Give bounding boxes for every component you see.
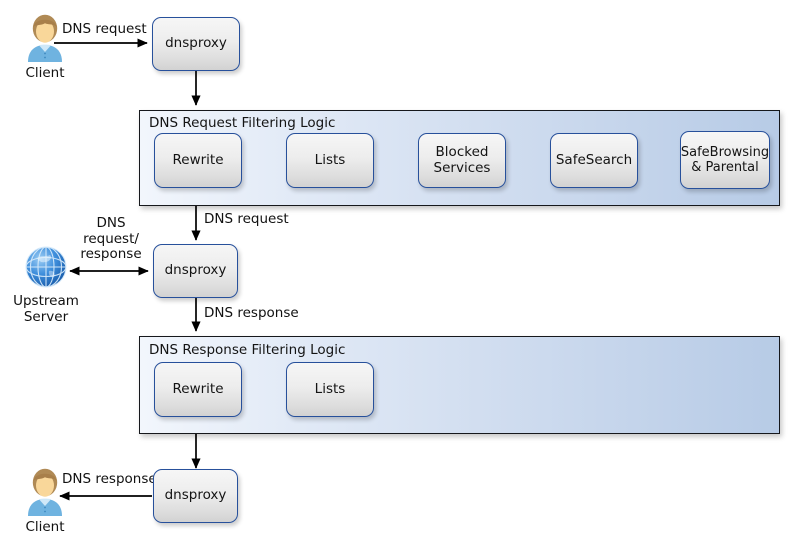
- dnsproxy-bottom-label: dnsproxy: [164, 487, 227, 504]
- stage-req-safesearch[interactable]: SafeSearch: [550, 133, 638, 188]
- stage-req-safebrowsing-parental-label: SafeBrowsing & Parental: [680, 144, 770, 175]
- request-filtering-panel-title: DNS Request Filtering Logic: [149, 115, 336, 131]
- client-top-caption: Client: [25, 65, 65, 81]
- dnsproxy-bottom-box[interactable]: dnsproxy: [153, 469, 238, 523]
- stage-req-rewrite-label: Rewrite: [172, 151, 224, 168]
- stage-resp-lists-label: Lists: [314, 380, 346, 397]
- upstream-server-caption: Upstream Server: [13, 293, 79, 325]
- response-filtering-panel-title: DNS Response Filtering Logic: [149, 342, 346, 358]
- person-icon: [22, 12, 68, 62]
- stage-resp-rewrite-label: Rewrite: [172, 380, 224, 397]
- globe-icon: [23, 244, 69, 290]
- stage-req-blocked-services[interactable]: Blocked Services: [418, 133, 506, 188]
- dnsproxy-middle-label: dnsproxy: [164, 262, 227, 279]
- person-icon: [22, 466, 68, 516]
- response-filtering-panel: [139, 336, 780, 434]
- stage-req-lists[interactable]: Lists: [286, 133, 374, 188]
- stage-req-safesearch-label: SafeSearch: [555, 151, 633, 168]
- stage-req-blocked-services-label: Blocked Services: [433, 143, 491, 176]
- edge-label-proxy-to-response-filter: DNS response: [204, 305, 299, 321]
- dnsproxy-middle-box[interactable]: dnsproxy: [153, 244, 238, 298]
- stage-req-safebrowsing-parental[interactable]: SafeBrowsing & Parental: [680, 131, 770, 189]
- edge-label-proxy-to-request-filter: DNS request: [204, 211, 289, 227]
- edge-label-proxy-to-client: DNS response: [62, 471, 157, 487]
- stage-resp-lists[interactable]: Lists: [286, 362, 374, 417]
- dnsproxy-top-label: dnsproxy: [165, 35, 227, 52]
- stage-resp-rewrite[interactable]: Rewrite: [154, 362, 242, 417]
- client-bottom-caption: Client: [25, 519, 65, 535]
- edge-label-upstream-bidirectional: DNS request/ response: [80, 215, 142, 263]
- stage-req-rewrite[interactable]: Rewrite: [154, 133, 242, 188]
- stage-req-lists-label: Lists: [314, 151, 346, 168]
- dnsproxy-top-box[interactable]: dnsproxy: [152, 17, 240, 71]
- edge-label-client-to-proxy: DNS request: [62, 21, 147, 37]
